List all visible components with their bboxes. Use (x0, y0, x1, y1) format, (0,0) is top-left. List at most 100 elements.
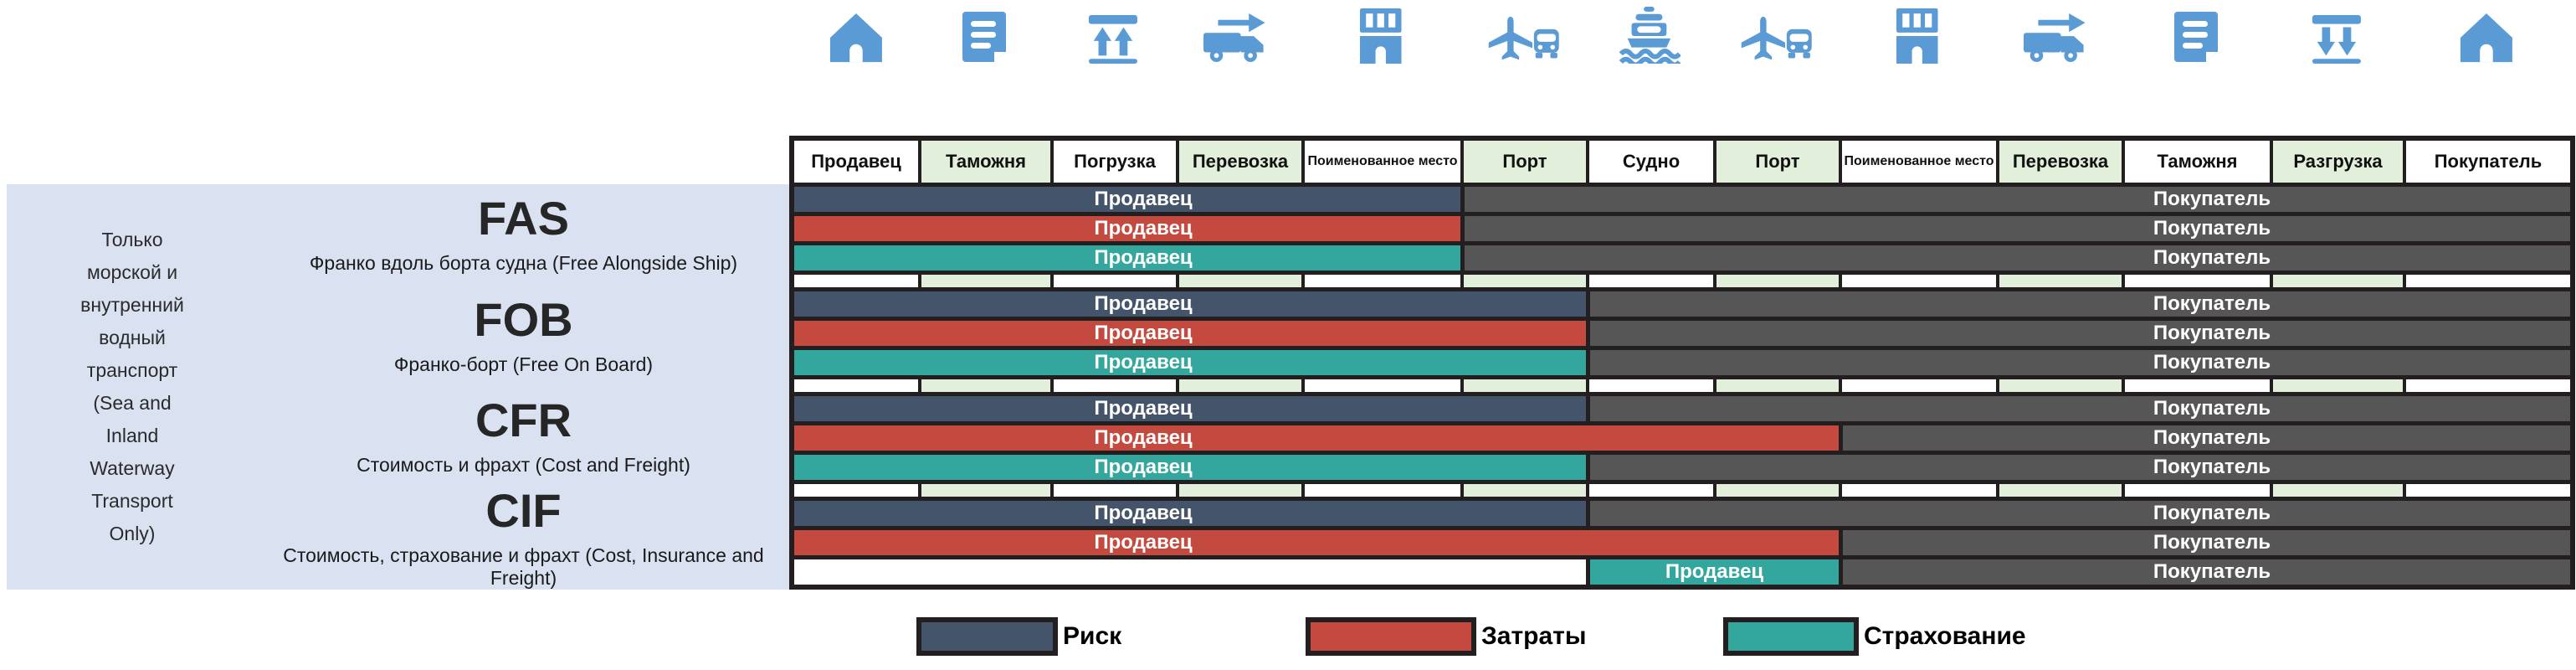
house-icon (794, 3, 918, 64)
insurance-color-swatch (1723, 617, 1859, 656)
column-header-cell: Погрузка (1050, 141, 1176, 183)
separator-cell (1301, 484, 1460, 497)
separator-cell (1996, 379, 2122, 392)
separator-cell (2403, 484, 2570, 497)
column-header-cell: Покупатель (2403, 141, 2570, 183)
insurance-segment-buyer (1460, 245, 2570, 271)
unloading-arrows-icon (2270, 3, 2403, 64)
buyer-label: Покупатель (2153, 292, 2271, 315)
note-line: транспорт (86, 359, 178, 381)
incoterm-code: CIF (485, 484, 562, 538)
buyer-label: Покупатель (2153, 397, 2271, 420)
separator-cell (794, 275, 918, 287)
separator-cell (1460, 379, 1586, 392)
house-icon (2403, 3, 2570, 64)
note-line: Only) (109, 523, 156, 544)
legend-item-insurance: Страхование (1723, 617, 2026, 656)
cost-segment-seller (794, 321, 1586, 346)
seller-label: Продавец (1094, 351, 1193, 374)
incoterm-name: Франко-борт (Free On Board) (393, 353, 654, 375)
note-line: (Sea and (93, 392, 172, 414)
column-header-cell: Продавец (794, 141, 918, 183)
insurance-segment-seller (794, 350, 1586, 375)
document-icon (918, 3, 1050, 64)
port-terminal-icon (1713, 3, 1839, 64)
seller-label: Продавец (1094, 217, 1193, 240)
legend-label: Риск (1063, 622, 1122, 650)
insurance-segment-buyer (1586, 350, 2570, 375)
cost-segment-seller (794, 530, 1839, 555)
separator-cell (1301, 379, 1460, 392)
insurance-segment-seller (794, 245, 1460, 271)
cost-segment-buyer (1839, 425, 2570, 451)
separator-cell (2122, 275, 2270, 287)
note-line: морской и (86, 261, 178, 283)
truck-icon (1996, 3, 2122, 64)
cost-color-swatch (1306, 617, 1476, 656)
port-terminal-icon (1460, 3, 1586, 64)
group-separator-row (794, 275, 2570, 287)
insurance-segment-blank (794, 559, 1586, 585)
separator-cell (918, 379, 1050, 392)
column-header-cell: Перевозка (1176, 141, 1301, 183)
column-header-cell: Порт (1460, 141, 1586, 183)
separator-cell (1839, 484, 1996, 497)
column-header-cell: Поименованное место (1839, 141, 1996, 183)
risk-segment-seller (794, 396, 1586, 421)
column-header-cell: Поименованное место (1301, 141, 1460, 183)
ship-icon (1586, 3, 1713, 64)
separator-cell (1996, 484, 2122, 497)
buyer-label: Покупатель (2153, 246, 2271, 269)
seller-label: Продавец (1094, 292, 1193, 315)
separator-cell (1996, 275, 2122, 287)
seller-label: Продавец (1094, 456, 1193, 478)
separator-cell (2403, 379, 2570, 392)
separator-cell (2122, 379, 2270, 392)
incoterm-code: FAS (478, 191, 569, 245)
cost-segment-buyer (1586, 321, 2570, 346)
risk-segment-seller (794, 187, 1460, 212)
note-line: внутренний (80, 294, 184, 316)
fas-cost-bar-row: Продавец Покупатель (794, 216, 2570, 241)
risk-color-swatch (916, 617, 1058, 656)
cif-insurance-bar-row: Продавец Покупатель (794, 559, 2570, 585)
separator-cell (1839, 379, 1996, 392)
legend-item-cost: Затраты (1306, 617, 1587, 656)
buyer-label: Покупатель (2153, 560, 2271, 583)
buyer-label: Покупатель (2153, 217, 2271, 240)
segment-label: Продавец (1665, 560, 1764, 583)
separator-cell (918, 484, 1050, 497)
note-line: Только (101, 229, 163, 250)
risk-segment-buyer (1586, 501, 2570, 526)
separator-cell (794, 484, 918, 497)
separator-cell (2270, 275, 2403, 287)
buyer-label: Покупатель (2153, 322, 2271, 344)
legend-item-risk: Риск (916, 617, 1121, 656)
transport-chain-icons-row (794, 3, 2570, 64)
incoterm-code: FOB (474, 292, 573, 346)
buyer-label: Покупатель (2153, 502, 2271, 524)
seller-label: Продавец (1094, 188, 1193, 210)
group-separator-row (794, 484, 2570, 497)
separator-cell (1301, 275, 1460, 287)
incoterm-fob-heading: FOB Франко-борт (Free On Board) (258, 286, 789, 387)
seller-label: Продавец (1094, 531, 1193, 554)
separator-cell (1176, 275, 1301, 287)
cost-segment-buyer (1839, 530, 2570, 555)
cost-segment-seller (794, 216, 1460, 241)
separator-cell (1713, 275, 1839, 287)
loading-arrows-icon (1050, 3, 1176, 64)
separator-cell (1713, 379, 1839, 392)
insurance-segment-seller (794, 455, 1586, 480)
